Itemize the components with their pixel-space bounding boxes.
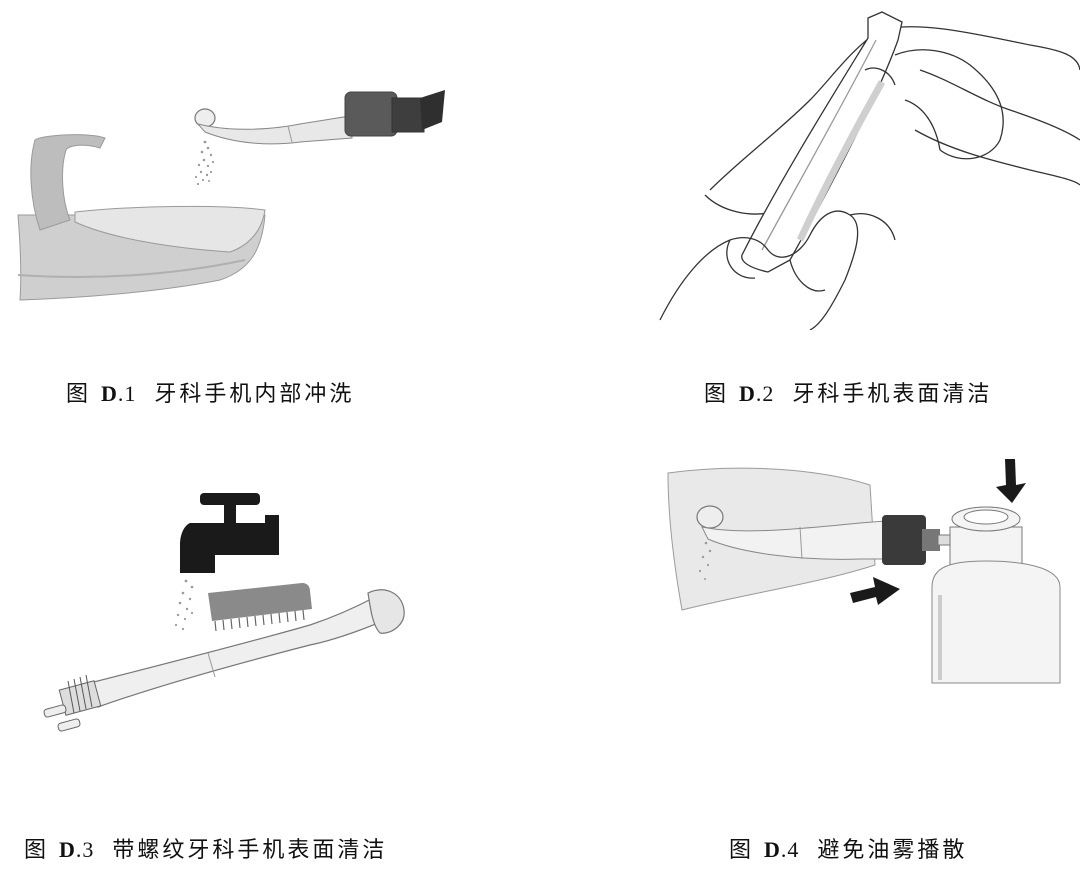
- figure-d2-caption: 图 D.2 牙科手机表面清洁: [704, 376, 992, 408]
- caption-prefix: 图: [66, 382, 92, 407]
- sink-icon: [17, 134, 266, 301]
- water-spray-icon: [194, 140, 215, 186]
- caption-title: 牙科手机表面清洁: [792, 382, 993, 407]
- caption-number: D.3: [59, 837, 95, 862]
- caption-prefix: 图: [729, 838, 755, 863]
- dental-handpiece-icon: [43, 589, 405, 732]
- figure-d3-caption: 图 D.3 带螺纹牙科手机表面清洁: [24, 832, 387, 864]
- arrow-right-icon: [850, 577, 900, 605]
- figure-d4-caption: 图 D.4 避免油雾播散: [729, 832, 967, 864]
- figure-d3-illustration: [40, 485, 420, 750]
- figure-d2-illustration: [650, 10, 1080, 330]
- arrow-down-icon: [996, 459, 1026, 503]
- caption-prefix: 图: [24, 838, 50, 863]
- caption-prefix: 图: [704, 382, 730, 407]
- caption-number: D.2: [739, 381, 775, 406]
- figure-d4-illustration: [660, 455, 1080, 690]
- caption-title: 避免油雾播散: [817, 838, 968, 863]
- caption-title: 牙科手机内部冲洗: [154, 382, 355, 407]
- water-spray-icon: [174, 579, 194, 631]
- water-spray-icon: [698, 541, 712, 580]
- dental-handpiece-icon: [194, 90, 445, 145]
- caption-title: 带螺纹牙科手机表面清洁: [112, 838, 388, 863]
- spray-can-icon: [931, 506, 1061, 684]
- figure-d1-caption: 图 D.1 牙科手机内部冲洗: [66, 376, 354, 408]
- hands-with-cloth-icon: [659, 11, 1080, 330]
- caption-number: D.1: [101, 381, 137, 406]
- water-tap-icon: [180, 493, 279, 573]
- figure-d1-illustration: [0, 80, 460, 320]
- caption-number: D.4: [764, 837, 800, 862]
- brush-icon: [208, 583, 312, 632]
- dental-handpiece-icon: [696, 505, 961, 565]
